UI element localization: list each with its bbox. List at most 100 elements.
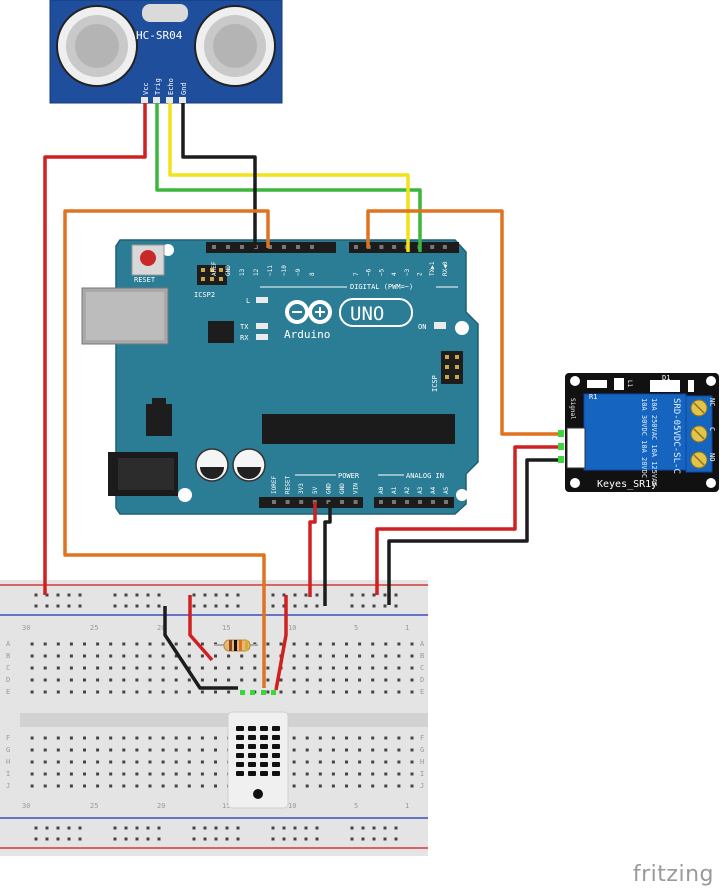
row-letter: F <box>420 734 424 742</box>
row-letter: J <box>420 782 424 790</box>
pin-label: GND <box>339 483 346 494</box>
pin-label: ~9 <box>295 268 302 276</box>
row-letter: H <box>6 758 10 766</box>
wire-green-trig <box>155 103 422 252</box>
sensor-pin-label: Gnd <box>180 82 188 95</box>
pin-label: ~3 <box>404 268 411 276</box>
arduino-logo <box>285 300 332 324</box>
led-on <box>434 322 446 329</box>
pin-label: ~10 <box>281 265 288 276</box>
row-letter: G <box>420 746 424 754</box>
relay-resistor-label: R1 <box>589 393 597 401</box>
fritzing-watermark: fritzing <box>632 862 714 887</box>
sensor-pin-label: Vcc <box>142 82 150 95</box>
sensor-pin-label: Trig <box>154 78 162 95</box>
uno-text: UNO <box>350 303 384 325</box>
column-number: 15 <box>222 624 230 632</box>
row-letter: J <box>6 782 10 790</box>
reset-button-cap[interactable] <box>140 250 156 266</box>
pin-label: 8 <box>309 272 316 276</box>
mount-hole <box>178 488 192 502</box>
pin-label: ~5 <box>378 268 385 276</box>
analog-label: ANALOG IN <box>406 472 444 480</box>
column-number: 5 <box>354 624 358 632</box>
sensor-crystal <box>142 4 188 22</box>
relay-diode-label: D1 <box>662 374 670 382</box>
connection-highlights <box>240 430 564 695</box>
pin-label: A5 <box>443 486 450 494</box>
led-l-label: L <box>246 297 250 305</box>
relay-terminal-screws <box>690 399 708 469</box>
row-letter: I <box>6 770 10 778</box>
pin-label: VIN <box>353 483 360 494</box>
sensor-pin-labels: Vcc Trig Echo Gnd <box>142 78 188 95</box>
sensor-pin-label: Echo <box>167 78 175 95</box>
pin-label: ~6 <box>366 268 373 276</box>
voltage-regulator <box>146 404 172 436</box>
icsp2-label: ICSP2 <box>194 291 215 299</box>
relay-coil <box>583 393 687 471</box>
sensor-pin-vcc <box>141 97 148 103</box>
usb-chip <box>208 321 234 343</box>
pin-label: A0 <box>378 486 385 494</box>
relay-resistor <box>587 380 607 388</box>
relay-module: SRD-05VDC-SL-C 10A 250VAC 10A 125VAC 10A… <box>565 373 719 492</box>
relay-terminal-label: NO <box>708 453 716 461</box>
reset-label: RESET <box>134 276 156 284</box>
led-tx-label: TX <box>240 323 249 331</box>
arduino-logo-text: Arduino <box>284 328 330 341</box>
row-letter: E <box>6 688 10 696</box>
row-letter: A <box>420 640 425 648</box>
column-number: 15 <box>222 802 230 810</box>
relay-spec-2: 10A 30VDC 10A 28VDC <box>640 398 648 478</box>
wire-red-vcc <box>43 103 147 595</box>
mount-hole <box>706 376 716 386</box>
led-l <box>256 297 268 303</box>
pin-label: AREF <box>211 261 218 276</box>
row-letter: F <box>6 734 10 742</box>
row-letter: C <box>420 664 424 672</box>
pin-label: A4 <box>430 486 437 494</box>
led-tx <box>256 323 268 329</box>
pin-label: RESET <box>285 476 292 494</box>
relay-name: Keyes_SR1y <box>597 479 657 490</box>
pin-label: A1 <box>391 486 398 494</box>
pin-label: 2 <box>417 272 424 276</box>
relay-led-label: L1 <box>626 380 633 388</box>
pin-label: 3V3 <box>298 483 305 494</box>
dht-mount-hole <box>253 789 263 799</box>
led-rx <box>256 334 268 340</box>
relay-spec-1: 10A 250VAC 10A 125VAC <box>650 398 658 487</box>
row-letter: B <box>420 652 424 660</box>
wire-orange-pin13 <box>63 209 270 688</box>
wire-orange-relay-signal <box>366 209 560 436</box>
wire-red-resistor <box>188 595 214 662</box>
pin-label: A3 <box>417 486 424 494</box>
column-number: 25 <box>90 624 98 632</box>
uno-badge <box>339 298 413 327</box>
row-letter: A <box>6 640 11 648</box>
wire-red-5v <box>308 502 317 597</box>
row-letter: D <box>420 676 424 684</box>
wire-red-relay-vcc <box>375 445 560 595</box>
column-number: 30 <box>22 624 30 632</box>
relay-terminal-label: NC <box>708 398 716 406</box>
pin-label: RX◀0 <box>442 261 449 276</box>
mount-hole <box>570 376 580 386</box>
row-letter: C <box>6 664 10 672</box>
on-label: ON <box>418 323 426 331</box>
mount-hole <box>706 478 716 488</box>
analog-header <box>374 497 454 508</box>
column-number: 20 <box>157 624 165 632</box>
mount-hole <box>456 489 468 501</box>
icsp-label: ICSP <box>431 375 439 392</box>
resistor <box>214 639 258 652</box>
dht-sensor <box>227 711 289 809</box>
pin-label: IOREF <box>271 476 278 494</box>
relay-side-pin-label: Vcc <box>569 430 576 441</box>
